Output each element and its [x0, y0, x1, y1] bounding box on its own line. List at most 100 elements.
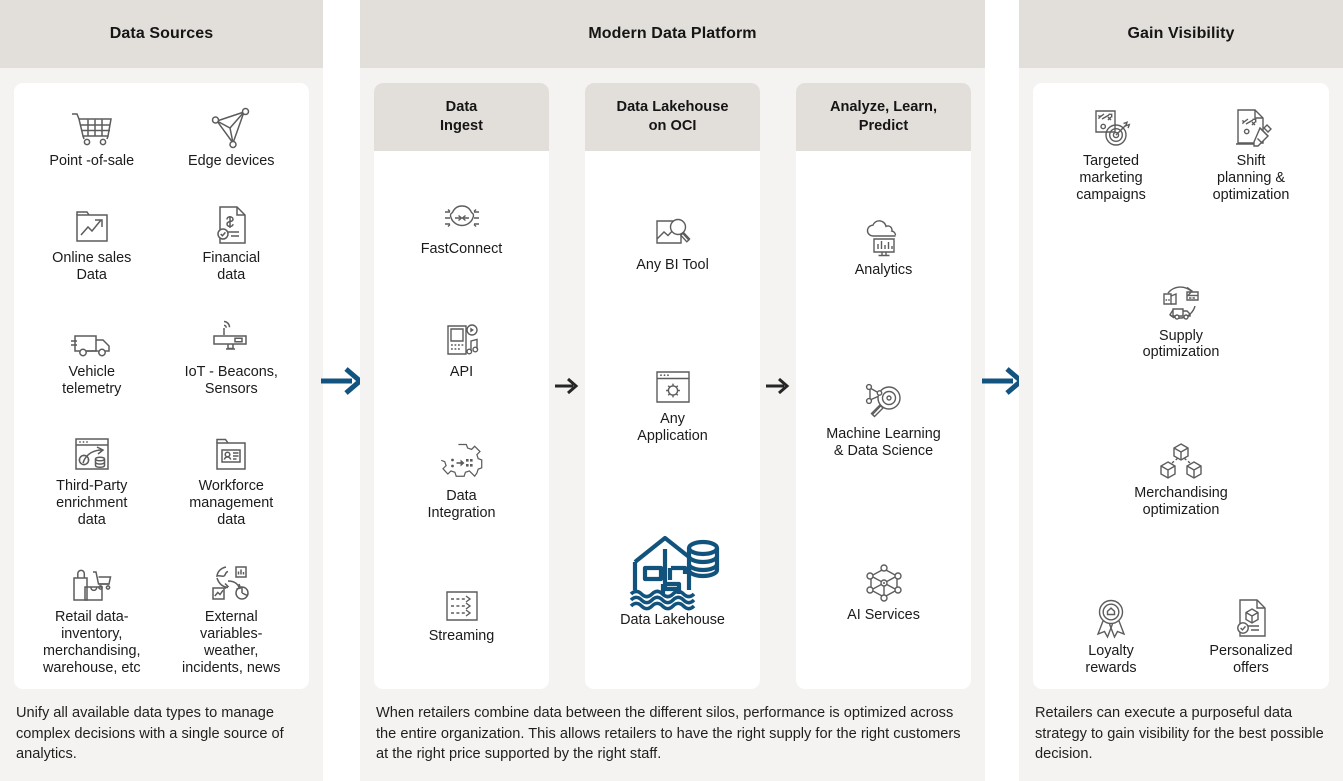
- api-device-icon: [441, 314, 483, 360]
- machine-learning-icon: [862, 376, 906, 422]
- item-label: Targeted marketing campaigns: [1076, 153, 1146, 203]
- merchandising-nodes-icon: [1156, 435, 1206, 481]
- item-workforce-management-data[interactable]: Workforce management data: [162, 426, 302, 531]
- analytics-cloud-icon: [862, 212, 906, 258]
- column-title: Modern Data Platform: [588, 25, 757, 42]
- data-lakehouse-icon: [623, 532, 723, 611]
- item-any-bi-tool[interactable]: Any BI Tool: [636, 207, 709, 274]
- column-footer-data-sources: Unify all available data types to manage…: [16, 704, 284, 763]
- gain-visibility-icon-grid: Targeted marketing campaigns: [1041, 101, 1321, 679]
- column-footer-gain-visibility: Retailers can execute a purposeful data …: [1035, 704, 1324, 763]
- item-ai-services[interactable]: AI Services: [847, 557, 920, 624]
- item-label: Data Lakehouse: [620, 612, 725, 629]
- item-targeted-marketing-campaigns[interactable]: Targeted marketing campaigns: [1041, 101, 1181, 206]
- panel-title: Analyze, Learn, Predict: [829, 99, 938, 134]
- ai-services-nodes-icon: [863, 557, 905, 603]
- panel-title: Data Ingest: [440, 99, 483, 134]
- item-label: Shift planning & optimization: [1212, 153, 1290, 203]
- item-vehicle-telemetry[interactable]: Vehicle telemetry: [22, 312, 162, 400]
- item-edge-devices[interactable]: Edge devices: [162, 101, 302, 172]
- column-data-sources: Data Sources: [0, 0, 323, 781]
- data-sources-card: Point -of-sale: [14, 83, 309, 689]
- panel-body-data-ingest: FastConnect: [374, 151, 549, 689]
- item-iot-beacons-sensors[interactable]: IoT - Beacons, Sensors: [162, 312, 302, 400]
- panel-data-ingest: Data Ingest FastC: [374, 83, 549, 689]
- column-title: Gain Visibility: [1127, 25, 1235, 42]
- third-party-data-icon: [71, 428, 113, 474]
- item-merchandising-optimization[interactable]: Merchandising optimization: [1041, 433, 1321, 521]
- panel-header-data-lakehouse: Data Lakehouse on OCI: [585, 83, 760, 151]
- item-label: Loyalty rewards: [1085, 643, 1137, 676]
- item-label: Supply optimization: [1142, 327, 1220, 361]
- item-label: AI Services: [847, 607, 920, 624]
- panel-data-lakehouse-on-oci: Data Lakehouse on OCI: [585, 83, 760, 689]
- retail-inventory-bag-icon: [69, 559, 115, 605]
- item-label: Any Application: [637, 411, 708, 444]
- iot-beacon-sensor-icon: [209, 314, 253, 360]
- online-sales-chart-icon: [71, 200, 113, 246]
- item-point-of-sale[interactable]: Point -of-sale: [22, 101, 162, 172]
- column-title: Data Sources: [109, 25, 214, 42]
- item-label: Financial data: [202, 250, 261, 284]
- workforce-badge-icon: [211, 428, 251, 474]
- personalized-offers-icon: [1231, 593, 1271, 639]
- column-header-data-sources: Data Sources: [0, 0, 323, 68]
- item-label: Analytics: [854, 261, 913, 278]
- item-financial-data[interactable]: Financial data: [162, 198, 302, 286]
- financial-document-icon: [211, 200, 251, 246]
- item-label: Retail data- inventory, merchandising, w…: [42, 609, 141, 676]
- item-label: Third-Party enrichment data: [56, 478, 128, 529]
- fastconnect-icon: [439, 191, 485, 237]
- loyalty-rewards-icon: [1090, 593, 1132, 639]
- item-personalized-offers[interactable]: Personalized offers: [1181, 591, 1321, 679]
- arrow-ingest-to-lakehouse: [549, 375, 585, 397]
- platform-panels: Data Ingest FastC: [360, 68, 985, 689]
- arrow-sources-to-platform: [318, 360, 364, 402]
- item-streaming[interactable]: Streaming: [428, 578, 495, 645]
- item-label: Streaming: [428, 627, 495, 644]
- item-third-party-enrichment-data[interactable]: Third-Party enrichment data: [22, 426, 162, 531]
- data-integration-icon: [439, 438, 483, 484]
- item-label: Personalized offers: [1209, 643, 1293, 676]
- item-retail-data-inventory[interactable]: Retail data- inventory, merchandising, w…: [22, 557, 162, 678]
- item-label: Machine Learning & Data Science: [826, 426, 941, 459]
- gain-visibility-card: Targeted marketing campaigns: [1033, 83, 1329, 689]
- item-any-application[interactable]: Any Application: [637, 361, 708, 445]
- item-analytics[interactable]: Analytics: [854, 212, 913, 279]
- panel-analyze-learn-predict: Analyze, Learn, Predict: [796, 83, 971, 689]
- column-modern-data-platform: Modern Data Platform Data Ingest: [360, 0, 985, 781]
- item-label: Data Integration: [427, 487, 496, 521]
- item-shift-planning-optimization[interactable]: Shift planning & optimization: [1181, 101, 1321, 206]
- panel-header-data-ingest: Data Ingest: [374, 83, 549, 151]
- item-label: API: [449, 364, 474, 381]
- supply-optimization-icon: [1157, 278, 1205, 324]
- application-window-gear-icon: [652, 361, 694, 407]
- panel-header-analyze-learn-predict: Analyze, Learn, Predict: [796, 83, 971, 151]
- item-label: Edge devices: [188, 153, 275, 169]
- item-api[interactable]: API: [441, 314, 483, 381]
- column-body-data-sources: Point -of-sale: [0, 68, 323, 689]
- shopping-cart-icon: [69, 103, 115, 149]
- item-loyalty-rewards[interactable]: Loyalty rewards: [1041, 591, 1181, 679]
- column-body-gain-visibility: Targeted marketing campaigns: [1019, 68, 1343, 689]
- item-label: Workforce management data: [189, 478, 274, 529]
- column-header-gain-visibility: Gain Visibility: [1019, 0, 1343, 68]
- item-data-lakehouse[interactable]: Data Lakehouse: [620, 532, 725, 629]
- item-external-variables[interactable]: External variables- weather, incidents, …: [162, 557, 302, 678]
- item-supply-optimization[interactable]: Supply optimization: [1041, 276, 1321, 364]
- item-label: Vehicle telemetry: [62, 364, 122, 398]
- external-variables-icon: [208, 559, 254, 605]
- edge-devices-network-icon: [209, 103, 253, 149]
- item-online-sales-data[interactable]: Online sales Data: [22, 198, 162, 286]
- column-header-modern-data-platform: Modern Data Platform: [360, 0, 985, 68]
- streaming-icon: [441, 578, 483, 624]
- targeted-marketing-icon: [1089, 103, 1133, 149]
- item-label: IoT - Beacons, Sensors: [184, 364, 278, 398]
- item-fastconnect[interactable]: FastConnect: [420, 191, 503, 258]
- item-data-integration[interactable]: Data Integration: [427, 438, 496, 522]
- panel-body-data-lakehouse: Any BI Tool: [585, 151, 760, 689]
- column-footer-modern-data-platform: When retailers combine data between the …: [376, 704, 961, 763]
- item-machine-learning-data-science[interactable]: Machine Learning & Data Science: [826, 376, 941, 460]
- item-label: FastConnect: [420, 241, 503, 258]
